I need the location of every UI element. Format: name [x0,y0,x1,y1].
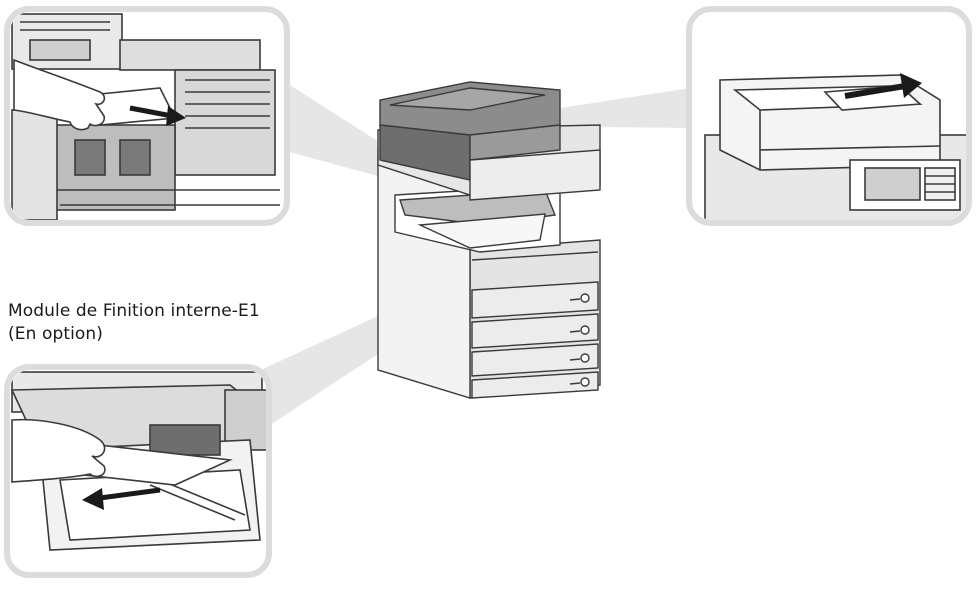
pull-arrow-icon [82,487,161,510]
finisher-caption: Module de Finition interne-E1 (En option… [8,300,260,346]
pull-arrow-icon [844,73,922,99]
finisher-caption-line2: (En option) [8,324,104,344]
hand-icon [11,418,106,483]
callout-internal-unit [4,6,290,226]
callout-finisher [4,364,272,578]
callout-document-feeder [686,6,972,226]
pull-arrow-icon [129,105,186,126]
finisher-caption-line1: Module de Finition interne-E1 [8,301,260,321]
printer-illustration [377,81,601,399]
hand-icon [13,58,106,131]
